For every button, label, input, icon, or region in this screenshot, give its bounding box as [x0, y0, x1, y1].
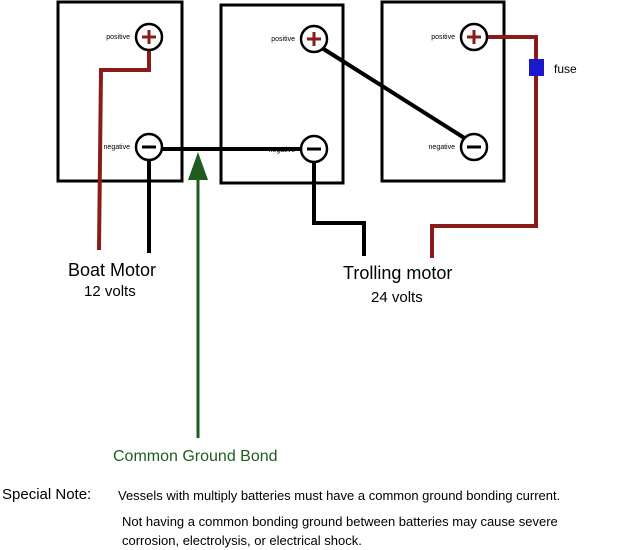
- trolling-motor-volts: 24 volts: [371, 289, 423, 306]
- battery-2-positive-terminal: [299, 24, 329, 54]
- battery-1-positive-terminal: [134, 22, 164, 52]
- trolling-motor-negative-wire: [312, 162, 366, 256]
- ground-bond-arrowhead: [188, 152, 208, 180]
- battery-3-positive-label: positive: [431, 34, 455, 41]
- special-note-line-3: corrosion, electrolysis, or electrical s…: [122, 533, 362, 548]
- trolling-motor-positive-wire: [430, 35, 538, 258]
- trolling-motor-label: Trolling motor: [343, 263, 452, 283]
- battery-1: [56, 0, 184, 183]
- battery-2-negative-terminal: [299, 134, 329, 164]
- boat-motor-positive-wire: [97, 50, 151, 251]
- fuse: [529, 59, 544, 76]
- special-note-heading: Special Note:: [2, 486, 92, 503]
- battery-2-negative-label: negative: [269, 147, 296, 154]
- series-wire: [320, 46, 468, 141]
- battery-3-negative-terminal: [459, 132, 489, 162]
- special-note-line-2: Not having a common bonding ground betwe…: [122, 514, 558, 529]
- battery-2-positive-label: positive: [271, 36, 295, 43]
- battery-3-positive-terminal: [459, 22, 489, 52]
- fuse-label: fuse: [554, 62, 577, 76]
- battery-1-negative-terminal: [134, 132, 164, 162]
- battery-1-negative-label: negative: [104, 144, 131, 151]
- ground-bond-label: Common Ground Bond: [113, 448, 278, 465]
- battery-3-negative-label: negative: [429, 144, 456, 151]
- battery-1-positive-label: positive: [106, 34, 130, 41]
- special-note-line-1: Vessels with multiply batteries must hav…: [118, 488, 561, 503]
- boat-motor-volts: 12 volts: [84, 283, 136, 300]
- boat-motor-label: Boat Motor: [68, 260, 156, 280]
